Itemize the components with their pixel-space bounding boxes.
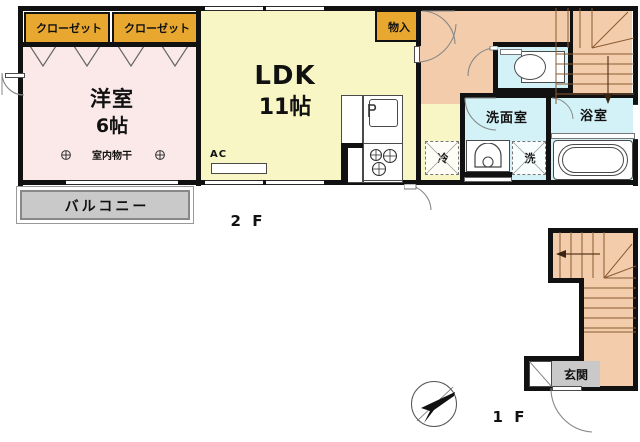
bathtub-basin (562, 147, 624, 173)
wall-toilet-left (493, 42, 498, 92)
drying-rack-label: 室内物干 (92, 151, 132, 162)
bathroom-label: 浴室 (579, 109, 608, 124)
wall-2f-bottom (18, 180, 638, 185)
stove-unit (363, 143, 403, 181)
compass-rose (411, 381, 457, 427)
wall-toilet-right (568, 42, 573, 92)
western-room-fill (22, 47, 200, 184)
wall-washroom-left (460, 93, 465, 185)
hall-top-door-swing (421, 10, 456, 45)
balcony: バルコニー (20, 190, 190, 220)
ldk-entry-door-swing (404, 184, 432, 211)
wall-washroom-bath (546, 93, 551, 185)
washroom-label: 洗面室 (485, 111, 528, 126)
closet-right[interactable]: クローゼット (112, 12, 198, 45)
wall-1f-mid-step (548, 278, 584, 283)
wall-1f-genkan-top (524, 356, 584, 361)
stairs-2f (555, 8, 634, 104)
closet-door-chevrons (29, 46, 189, 68)
hall-ldk-door[interactable] (414, 46, 420, 63)
western-room-size: 6帖 (95, 115, 129, 137)
window-bedroom-bottom (66, 180, 178, 185)
balcony-outline (16, 186, 194, 224)
vanity-base (464, 172, 512, 177)
window-ldk-bottom-left (205, 180, 263, 185)
ldk-size: 11帖 (258, 95, 312, 120)
floor-2f-title: 2 F (230, 212, 266, 230)
washing-machine-x-icon (512, 141, 546, 175)
wall-bath-top (546, 93, 638, 98)
toilet-door-swing (467, 46, 498, 77)
wall-toilet-bottom (493, 88, 573, 93)
wall-1f-right (633, 228, 638, 391)
window-ldk-top-left (205, 6, 263, 11)
vanity-counter-line (464, 177, 512, 182)
bath-threshold (551, 133, 635, 139)
kitchen-wall-stub-v (341, 148, 348, 183)
faucet-icon (368, 104, 377, 117)
wall-1f-left-upper (548, 228, 553, 282)
balcony-label: バルコニー (64, 199, 150, 215)
toilet-seat-line (500, 49, 522, 55)
entrance-door-swing (550, 388, 593, 433)
western-room-label: 洋室 (90, 87, 134, 111)
wall-stair-2f-left (570, 6, 573, 46)
ac-unit (211, 163, 267, 174)
wall-1f-genkan-left (524, 356, 529, 390)
wall-toilet-top (493, 42, 573, 47)
stove-burners-icon (369, 148, 398, 177)
entrance-door[interactable] (552, 386, 582, 391)
window-ldk-top-right (266, 6, 324, 11)
drying-rack-icons (61, 150, 165, 160)
floor-1f-title: 1 F (492, 408, 528, 426)
closet-right-label: クローゼット (124, 22, 190, 35)
ac-label: AC (210, 149, 228, 160)
wall-2f-left (18, 6, 23, 186)
genkan: 玄関 (552, 361, 600, 387)
compass-needle-icon (416, 386, 455, 423)
hall-ldk-door-swing (418, 23, 457, 63)
storage-label: 物入 (388, 21, 410, 34)
bathroom-door-swing (551, 97, 574, 120)
bedroom-left-door-swing (1, 73, 25, 96)
refrigerator-x-icon (425, 141, 459, 175)
genkan-panel-diagonal (529, 361, 552, 387)
window-ldk-bottom-right (266, 180, 324, 185)
wall-1f-left-lower (579, 278, 584, 360)
wall-ldk-hall-lower (416, 62, 421, 185)
closet-left[interactable]: クローゼット (24, 12, 110, 45)
closet-left-label: クローゼット (36, 22, 102, 35)
wall-2f-top (18, 6, 638, 11)
storage-closet[interactable]: 物入 (375, 10, 419, 42)
window-bath-right (633, 104, 638, 140)
bedroom-left-door[interactable] (5, 73, 25, 78)
kitchen-wall-stub (341, 143, 363, 148)
sink-basin (369, 99, 398, 127)
stairs-1f (556, 232, 636, 333)
wall-closet-header (18, 42, 200, 47)
ldk-label: LDK (254, 61, 316, 91)
wall-bedroom-ldk (196, 6, 201, 186)
wall-1f-top (548, 228, 638, 233)
washroom-door-swing (464, 97, 497, 131)
genkan-label: 玄関 (563, 368, 588, 382)
wall-ldk-hall (416, 6, 421, 46)
toilet-bowl-icon (514, 54, 546, 80)
wall-washroom-top (460, 93, 572, 98)
vanity-basin-icon (474, 143, 502, 168)
